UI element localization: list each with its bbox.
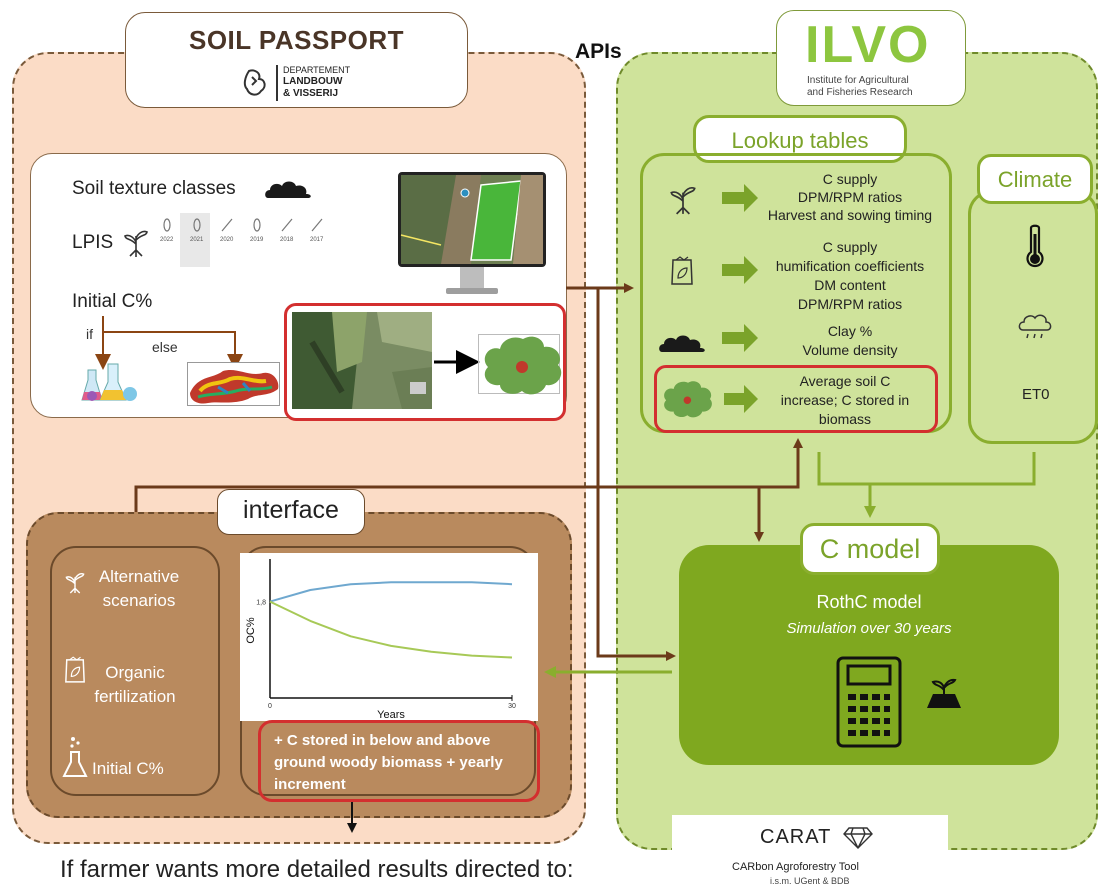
organic-fert-bag-icon <box>65 656 85 683</box>
c-model-title-box: C model <box>800 523 940 575</box>
cloud-icon <box>265 181 311 198</box>
monitor-stand <box>460 267 484 289</box>
c-model-title: C model <box>819 534 921 564</box>
lookup-row-fert-line-1: C supply <box>822 239 878 255</box>
ilvo-subtitle-2: and Fisheries Research <box>807 87 913 98</box>
rothc-model-name: RothC model <box>816 592 922 612</box>
climate-title-box: Climate <box>977 154 1093 204</box>
organic-fertilization-option[interactable]: Organic fertilization <box>94 663 176 706</box>
soil-passport-title-box: SOIL PASSPORT DEPARTEMENT LANDBOUW & VIS… <box>125 12 468 108</box>
thermometer-icon <box>1026 224 1044 268</box>
fertilizer-bag-icon <box>671 256 693 285</box>
footer-text: If farmer wants more detailed results di… <box>60 856 574 883</box>
apis-label: APIs <box>575 40 622 63</box>
lookup-tables-title: Lookup tables <box>731 128 869 153</box>
soil-cloud-icon <box>659 335 705 352</box>
chart-series-line-2 <box>269 600 513 659</box>
ilvo-subtitle-1: Institute for Agricultural <box>807 75 909 86</box>
lookup-row-crop-line-2: DPM/RPM ratios <box>797 189 903 205</box>
photo-to-tree-arrow <box>434 350 480 374</box>
lpis-year-2022: 2022 <box>160 237 174 243</box>
chart-x-axis-label: Years <box>377 709 405 721</box>
else-label: else <box>152 339 178 355</box>
aerial-photo <box>292 312 432 409</box>
oc-chart-svg: 1,8 0 30 OC% Years <box>245 559 516 721</box>
lpis-year-strip: 2022 2021 2020 2019 2018 2017 <box>152 213 336 267</box>
department-line-3: & VISSERIJ <box>283 88 339 99</box>
if-label: if <box>86 326 93 342</box>
initial-c-option[interactable]: Initial C% <box>92 759 164 778</box>
lookup-row-fertilizer: C supply humification coefficients DM co… <box>750 238 950 314</box>
interface-options-box <box>50 546 220 796</box>
lookup-row-biomass: Average soil C increase; C stored in bio… <box>760 372 930 429</box>
eto-label: ET0 <box>1022 386 1050 403</box>
lookup-row-crop-line-1: C supply <box>822 171 878 187</box>
lab-flasks-icon <box>81 363 137 401</box>
lpis-year-2018: 2018 <box>280 237 294 243</box>
interface-title: interface <box>243 496 339 524</box>
biomass-arrow <box>724 385 758 413</box>
lpis-year-2017: 2017 <box>310 237 324 243</box>
tree-crown-icon <box>484 336 562 395</box>
lpis-year-2021: 2021 <box>190 237 204 243</box>
lookup-row-soil-line-2: Volume density <box>802 342 898 358</box>
lookup-row-fert-line-3: DM content <box>814 277 886 293</box>
lookup-row-soil: Clay % Volume density <box>750 322 950 360</box>
tree-crown-frame <box>478 334 560 394</box>
lookup-arrows <box>722 184 758 352</box>
lookup-row-soil-line-1: Clay % <box>827 323 873 339</box>
rothc-model-subtitle: Simulation over 30 years <box>786 620 952 637</box>
climate-title: Climate <box>997 167 1073 192</box>
lookup-row-biomass-line-3: biomass <box>818 411 872 427</box>
flask-icon <box>62 737 88 777</box>
crop-plant-icon <box>670 187 696 215</box>
carat-title: CARAT <box>760 826 832 848</box>
department-line-1: DEPARTEMENT <box>283 65 351 75</box>
chart-x-tick-label-0: 0 <box>268 703 272 710</box>
plant-icon <box>124 230 148 257</box>
initial-c-label: Initial C% <box>72 291 153 312</box>
ilvo-logo: ILVO <box>805 16 931 74</box>
calculator-icon <box>836 656 902 748</box>
lookup-row-biomass-line-1: Average soil C <box>799 373 891 389</box>
chart-series-line-1 <box>269 581 513 603</box>
ilvo-logo-box: ILVO Institute for Agricultural and Fish… <box>776 10 966 106</box>
lookup-row-fert-line-2: humification coefficients <box>775 258 925 274</box>
interface-title-box: interface <box>217 489 365 535</box>
soil-passport-title: SOIL PASSPORT <box>188 25 405 55</box>
chart-y-tick-label: 1,8 <box>256 600 266 607</box>
lpis-label: LPIS <box>72 232 114 253</box>
monitor-screen <box>398 172 546 267</box>
lookup-row-crop-line-3: Harvest and sowing timing <box>767 207 933 223</box>
department-logo: DEPARTEMENT LANDBOUW & VISSERIJ <box>241 65 401 105</box>
department-line-2: LANDBOUW <box>283 76 343 87</box>
lion-icon <box>243 69 266 96</box>
c-model-panel <box>679 545 1059 765</box>
woody-biomass-note: + C stored in below and above ground woo… <box>274 732 503 793</box>
seedling-icon <box>927 678 961 708</box>
monitor-base <box>446 288 498 294</box>
if-else-arrows <box>95 316 243 370</box>
carat-subtitle: CARbon Agroforestry Tool <box>732 861 859 873</box>
lookup-row-fert-line-4: DPM/RPM ratios <box>797 296 903 312</box>
crop-icons <box>163 218 323 232</box>
soil-map-thumbnail <box>187 362 280 406</box>
lpis-year-2019: 2019 <box>250 237 264 243</box>
carat-credit: i.s.m. UGent & BDB <box>770 876 850 886</box>
lookup-row-crop: C supply DPM/RPM ratios Harvest and sowi… <box>750 170 950 224</box>
lpis-year-2020: 2020 <box>220 237 234 243</box>
chart-x-tick-label-30: 30 <box>508 703 516 710</box>
soil-texture-label: Soil texture classes <box>72 178 236 199</box>
woody-biomass-note-box <box>258 720 540 802</box>
carat-box <box>672 815 948 891</box>
alt-scenarios-plant-icon <box>65 573 85 594</box>
small-tree-crown-icon <box>664 381 712 418</box>
oc-chart: 1,8 0 30 OC% Years <box>240 553 538 721</box>
rain-cloud-icon <box>1018 314 1052 339</box>
chart-y-axis-label: OC% <box>245 617 257 644</box>
lookup-row-biomass-line-2: increase; C stored in <box>780 392 910 408</box>
alternative-scenarios-option[interactable]: Alternative scenarios <box>98 567 180 610</box>
diamond-icon <box>843 827 873 849</box>
